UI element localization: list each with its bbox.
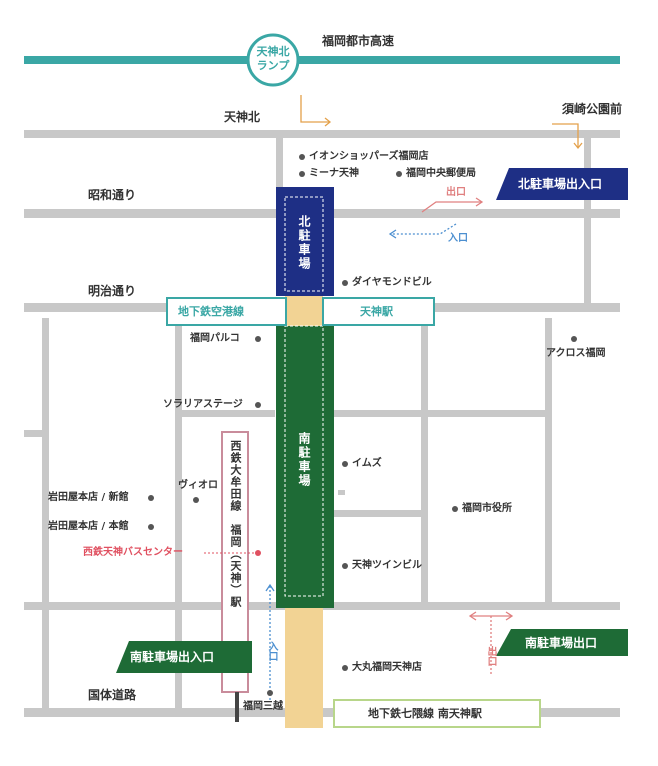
tenjin-station-box (322, 297, 435, 326)
landmark-twin: 天神ツインビル (352, 560, 422, 571)
tenjin-station-label: 天神駅 (360, 305, 393, 318)
dot-aeon (299, 154, 305, 160)
ramp-arrow-right (552, 123, 579, 148)
nishitetsu-track (235, 692, 239, 722)
landmark-mitsukoshi: 福岡三越 (243, 701, 283, 712)
landmark-solaria: ソラリアステージ (163, 399, 243, 410)
south-exit-entrance-label: 南駐車場出入口 (130, 650, 215, 664)
south-exit-arrow-head-l (468, 611, 477, 621)
ramp-arrow-left-head (324, 117, 332, 127)
dot-solaria (255, 402, 261, 408)
road-h-minor-3 (24, 430, 46, 437)
north-exit-arrow-head (475, 197, 484, 207)
dot-ims (342, 461, 348, 467)
north-exit-arrow-label: 出口 (446, 187, 466, 198)
south-exit-banner (496, 629, 628, 656)
dot-acros (571, 336, 577, 342)
south-parking-label: 南駐車場 (297, 432, 311, 488)
landmark-iwataya-honkan: 岩田屋本店 / 本館 (48, 521, 129, 532)
north-parking-dash (284, 196, 324, 292)
expressway-label: 福岡都市高速 (322, 34, 395, 48)
north-entrance-arrow (390, 223, 457, 235)
dot-mina (299, 171, 305, 177)
road-tenjinkita (24, 130, 620, 138)
bus-center-label: 西鉄天神バスセンター (83, 547, 183, 558)
subway-band-lower (285, 608, 323, 728)
kokutai-label: 国体道路 (88, 688, 137, 702)
dot-iwataya-honkan (148, 524, 154, 530)
road-v-2 (175, 318, 182, 716)
south-exit-arrow-head-r (505, 611, 514, 621)
landmark-post: 福岡中央郵便局 (406, 168, 476, 179)
road-v-1 (42, 318, 49, 716)
north-exit-arrow (421, 201, 482, 213)
south-exit-entrance-banner (116, 641, 252, 673)
dot-parco (255, 336, 261, 342)
dot-city-hall (452, 506, 458, 512)
dot-daimaru (342, 665, 348, 671)
tenjinkita-label: 天神北 (224, 110, 261, 124)
airport-line-label: 地下鉄空港線 (178, 305, 244, 318)
north-parking-label: 北駐車場 (297, 215, 311, 271)
road-v-7 (338, 490, 345, 495)
dot-twin (342, 563, 348, 569)
road-h-minor-4 (334, 510, 428, 517)
nanakuma-box (333, 699, 541, 728)
landmark-iwataya-shinkan: 岩田屋本店 / 新館 (48, 492, 129, 503)
road-v-5 (584, 137, 591, 312)
suzaki-label: 須崎公園前 (562, 102, 623, 116)
dot-iwataya-shinkan (148, 495, 154, 501)
landmark-parco: 福岡パルコ (190, 333, 240, 344)
road-v-3 (421, 318, 428, 610)
landmark-vioro: ヴィオロ (178, 480, 218, 491)
south-parking-dash (284, 325, 324, 597)
dot-post (396, 171, 402, 177)
showa-label: 昭和通り (88, 188, 137, 202)
south-entrance-arrow-label: 入口 (266, 641, 277, 661)
landmark-aeon: イオンショッパーズ福岡店 (309, 151, 429, 162)
airport-line-box (166, 297, 287, 326)
south-parking-block (276, 326, 334, 608)
nishitetsu-label: 西鉄大牟田線 福岡（天神）駅 (229, 440, 242, 608)
subway-band-upper (285, 296, 323, 326)
road-v-6 (276, 137, 283, 197)
north-entrance-arrow-head (388, 229, 397, 239)
ramp-arrow-right-head (573, 142, 583, 150)
meiji-label: 明治通り (88, 284, 137, 298)
landmark-mina: ミーナ天神 (309, 168, 359, 179)
north-entrance-arrow-label: 入口 (448, 233, 468, 244)
ramp-arrow-left (300, 95, 330, 123)
expressway-line (24, 56, 620, 64)
dot-mitsukoshi (267, 690, 273, 696)
landmark-city-hall: 福岡市役所 (462, 503, 512, 514)
nanakuma-label: 地下鉄七隈線 南天神駅 (368, 707, 482, 720)
south-exit-label: 南駐車場出口 (525, 636, 598, 650)
road-h-minor-1 (182, 410, 275, 417)
landmark-daimaru: 大丸福岡天神店 (352, 662, 422, 673)
ramp-circle (246, 33, 300, 87)
north-exit-entrance-label: 北駐車場出入口 (518, 177, 603, 191)
ramp-label: 天神北ランプ (256, 45, 290, 72)
road-h-minor-2 (334, 410, 552, 417)
landmark-ims: イムズ (352, 458, 382, 469)
dot-diamond (342, 280, 348, 286)
bus-center-dot (255, 550, 261, 556)
landmark-acros: アクロス福岡 (546, 348, 606, 359)
road-v-4 (545, 318, 552, 610)
south-entrance-arrow-head (265, 583, 275, 592)
south-exit-arrow-label: 出口 (485, 646, 496, 666)
dot-vioro (193, 497, 199, 503)
landmark-diamond: ダイヤモンドビル (352, 277, 432, 288)
north-exit-entrance-banner (496, 168, 628, 200)
north-parking-block (276, 187, 334, 296)
